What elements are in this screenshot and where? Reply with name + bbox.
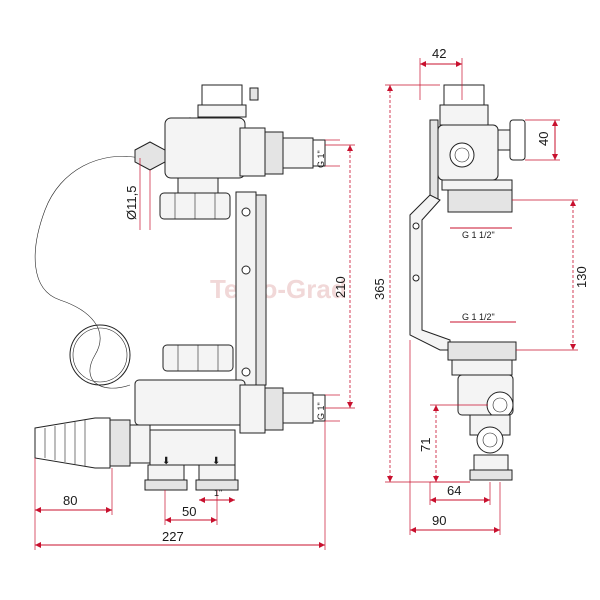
mounting-bracket <box>235 191 257 393</box>
top-valve-cap <box>201 84 243 106</box>
dim-64: 64 <box>447 483 461 498</box>
watermark: Teplo-Grad <box>210 274 347 304</box>
capillary-coil <box>69 324 131 386</box>
dim-42: 42 <box>432 46 446 61</box>
dim-50: 50 <box>182 504 196 519</box>
dim-40: 40 <box>536 132 551 146</box>
dim-diameter: Ø11,5 <box>124 186 139 220</box>
side-view <box>409 84 526 481</box>
label-g112-bottom: G 1 1/2" <box>462 312 495 322</box>
label-g1-bottom: G 1" <box>316 402 326 420</box>
upper-manifold-body <box>164 117 246 179</box>
dimension-lines <box>34 58 578 550</box>
label-g1-top: G 1" <box>316 150 326 168</box>
dim-90: 90 <box>432 513 446 528</box>
dimension-labels: 42 40 365 210 130 71 64 90 80 50 227 Ø11… <box>63 46 589 544</box>
dim-130: 130 <box>574 266 589 288</box>
dim-365: 365 <box>372 278 387 300</box>
front-view: ⬇ ⬇ <box>34 84 326 491</box>
dim-210: 210 <box>333 276 348 298</box>
dim-80: 80 <box>63 493 77 508</box>
label-g112-top: G 1 1/2" <box>462 230 495 240</box>
capillary-wire <box>34 155 141 389</box>
svg-text:⬇: ⬇ <box>162 456 170 467</box>
lower-manifold-body <box>134 379 246 426</box>
dim-71: 71 <box>418 438 433 452</box>
thermostatic-head <box>34 417 111 469</box>
label-one-inch: 1" <box>214 488 222 498</box>
svg-text:⬇: ⬇ <box>212 456 220 467</box>
dim-227: 227 <box>162 529 184 544</box>
